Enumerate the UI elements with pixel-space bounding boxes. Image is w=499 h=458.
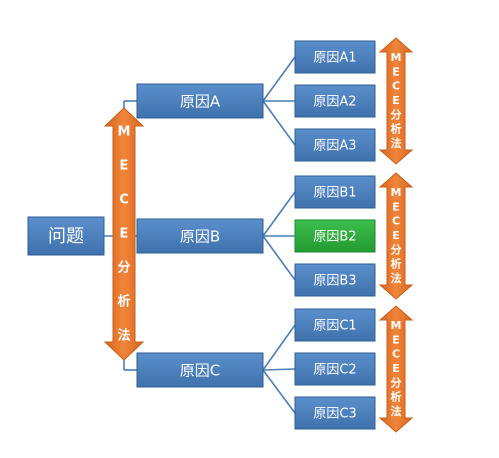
mece-arrow-a-char: E: [392, 94, 400, 107]
mece-arrow-main-char: C: [119, 193, 129, 208]
cause-box-a: 原因A: [136, 83, 264, 119]
sub-cause-box-c2-bg: [294, 352, 376, 386]
sub-cause-box-b2-bg: [294, 219, 376, 253]
root-problem-box-bg: [27, 216, 105, 256]
sub-cause-box-c1-label: 原因C1: [313, 319, 356, 334]
sub-cause-box-b3: 原因B3: [294, 263, 376, 297]
sub-cause-box-a1-label: 原因A1: [313, 51, 356, 66]
mece-arrow-b-char: 分: [391, 242, 402, 256]
cause-box-c: 原因C: [136, 352, 264, 388]
mece-arrow-c-char: C: [392, 348, 400, 361]
mece-arrow-b-char: E: [392, 200, 400, 213]
sub-cause-box-a3-bg: [294, 128, 376, 162]
connector-cause-leaf: [262, 56, 296, 102]
connector-cause-leaf: [262, 324, 296, 371]
sub-cause-box-a2: 原因A2: [294, 84, 376, 118]
sub-cause-box-c3: 原因C3: [294, 396, 376, 430]
cause-box-b-bg: [136, 218, 264, 254]
sub-cause-box-a1: 原因A1: [294, 40, 376, 74]
connector-cause-leaf: [262, 191, 296, 237]
sub-cause-box-a2-label: 原因A2: [313, 95, 356, 110]
sub-cause-box-b2-label: 原因B2: [313, 230, 356, 245]
cause-box-c-bg: [136, 352, 264, 388]
sub-cause-box-a1-bg: [294, 40, 376, 74]
mece-arrow-c-char: E: [392, 333, 400, 346]
mece-arrow-main-char: E: [120, 227, 129, 242]
mece-arrow-b-char: 法: [391, 271, 402, 285]
sub-cause-box-b1-label: 原因B1: [313, 186, 356, 201]
mece-arrow-b-char: E: [392, 229, 400, 242]
mece-arrow-c-shape: [378, 305, 414, 433]
sub-cause-box-c3-bg: [294, 396, 376, 430]
mece-arrow-a-char: 析: [391, 122, 402, 136]
mece-arrow-main-char: 析: [117, 294, 130, 310]
mece-arrow-main-char: M: [118, 125, 131, 140]
boxes: 问题 原因A 原因A1 原因A2 原因A3 原因B 原因B1 原因B2 原因B3 原因C 原因C1 原…: [27, 40, 376, 430]
root-problem-box-label: 问题: [48, 226, 84, 247]
connector-cause-leaf: [262, 368, 296, 371]
mece-arrow-c-char: M: [391, 319, 402, 332]
mece-arrow-b-shape: [378, 172, 414, 300]
sub-cause-box-c2: 原因C2: [294, 352, 376, 386]
sub-cause-box-b3-label: 原因B3: [313, 274, 356, 289]
cause-box-c-label: 原因C: [180, 362, 220, 380]
mece-arrow-a-char: 分: [391, 107, 402, 121]
sub-cause-box-c1-bg: [294, 308, 376, 342]
sub-cause-box-b2: 原因B2: [294, 219, 376, 253]
mece-arrow-a-char: C: [392, 80, 400, 93]
sub-cause-box-a2-bg: [294, 84, 376, 118]
mece-arrow-main: M E C E 分析法: [103, 107, 145, 361]
sub-cause-box-b1: 原因B1: [294, 175, 376, 209]
mece-arrow-main-char: 法: [117, 328, 130, 344]
mece-arrow-a-char: E: [392, 65, 400, 78]
sub-cause-box-b1-bg: [294, 175, 376, 209]
mece-arrow-c-char: 析: [391, 390, 402, 404]
mece-arrow-b-char: C: [392, 215, 400, 228]
mece-arrow-main-char: 分: [117, 260, 130, 276]
mece-arrow-a-char: M: [391, 51, 402, 64]
sub-cause-box-c3-label: 原因C3: [313, 407, 356, 422]
connector-cause-leaf: [262, 369, 296, 414]
mece-arrow-main-char: E: [120, 159, 129, 174]
mece-arrow-b-char: M: [391, 186, 402, 199]
cause-box-b-label: 原因B: [180, 228, 220, 246]
sub-cause-box-b3-bg: [294, 263, 376, 297]
sub-cause-box-a3-label: 原因A3: [313, 139, 356, 154]
mece-arrow-b-char: 析: [391, 257, 402, 271]
connector-cause-leaf: [262, 100, 296, 146]
mece-arrow-c-char: 分: [391, 375, 402, 389]
connector-cause-leaf: [262, 235, 296, 281]
sub-cause-box-a3: 原因A3: [294, 128, 376, 162]
cause-box-a-label: 原因A: [180, 93, 221, 111]
mece-arrow-a-char: 法: [391, 136, 402, 150]
mece-arrow-c-char: E: [392, 362, 400, 375]
sub-cause-box-c1: 原因C1: [294, 308, 376, 342]
mece-arrow-a-shape: [378, 37, 414, 165]
mece-arrow-c-char: 法: [391, 404, 402, 418]
sub-cause-box-c2-label: 原因C2: [313, 363, 356, 378]
cause-box-b: 原因B: [136, 218, 264, 254]
mece-arrow-main-shape: [103, 107, 145, 361]
root-problem-box: 问题: [27, 216, 105, 256]
cause-box-a-bg: [136, 83, 264, 119]
